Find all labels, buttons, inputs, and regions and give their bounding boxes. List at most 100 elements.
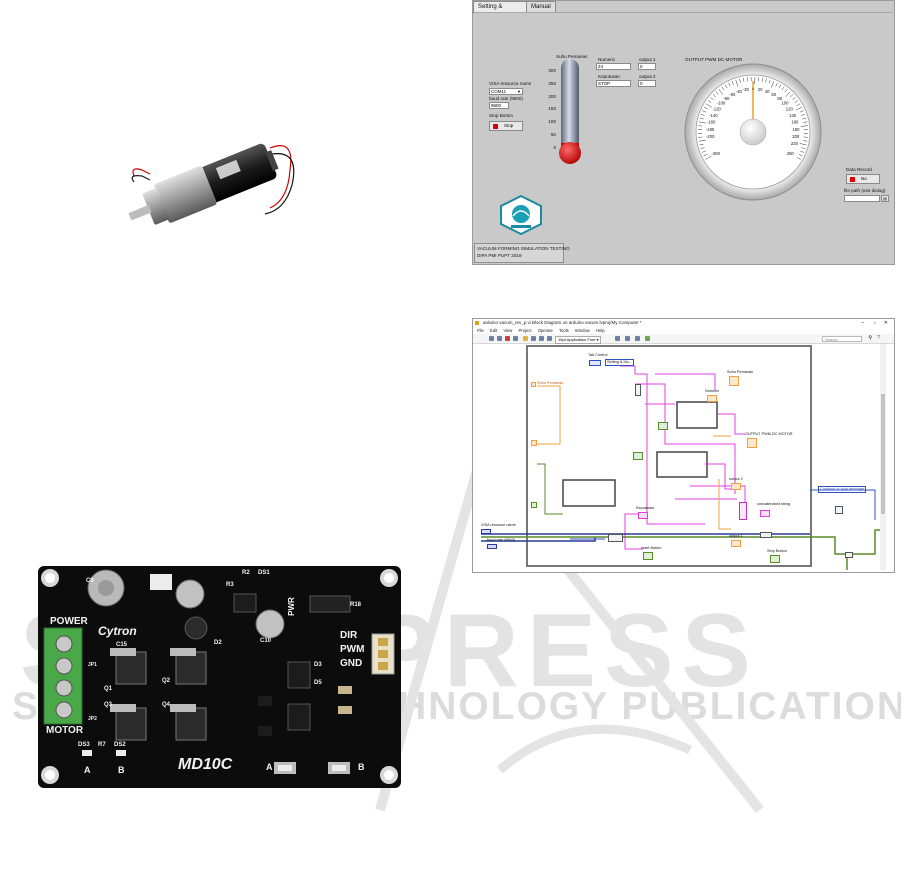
menu-bar: File Edit View Project Operate Tools Win… [473, 327, 894, 334]
concatenate-strings-node[interactable] [739, 502, 747, 520]
thermometer-tick-label: 0 [553, 144, 556, 150]
maximize-icon[interactable]: □ [873, 320, 876, 325]
gauge-tick-label: -80 [723, 96, 730, 101]
visa-write-node[interactable] [760, 532, 772, 538]
gauge-tick [775, 82, 778, 87]
gauge-hub [739, 118, 767, 146]
menu-view[interactable]: View [503, 328, 513, 333]
label-jp1: JP1 [88, 662, 97, 668]
menu-project[interactable]: Project [518, 328, 532, 333]
file-path-input[interactable] [844, 195, 880, 202]
gauge-tick-label: 220 [791, 141, 799, 146]
label-button-b: B [358, 762, 365, 772]
align-icon[interactable] [615, 336, 620, 341]
gauge-tick [792, 97, 796, 100]
gauge-tick-label: 200 [792, 134, 800, 139]
visa-close-node[interactable] [845, 552, 853, 558]
label-jp2: JP2 [88, 716, 97, 722]
label-pwm: PWM [340, 644, 365, 655]
compare-node[interactable] [658, 422, 668, 430]
label-d5: D5 [314, 680, 322, 686]
gauge-tick [728, 82, 731, 87]
menu-tools[interactable]: Tools [558, 328, 569, 333]
gauge-tick [799, 110, 804, 113]
compare-node[interactable] [633, 452, 643, 460]
chevron-down-icon: ▼ [517, 89, 521, 94]
font-selector[interactable]: 15pt Application Font ▾ [555, 335, 602, 344]
dialog-node[interactable] [835, 506, 843, 514]
scrollbar-thumb[interactable] [881, 394, 885, 514]
diagram-canvas[interactable]: Tab Control Setting & Mo... Suhu Pemanas… [475, 344, 887, 570]
reorder-icon[interactable] [635, 336, 640, 341]
help-icon[interactable]: ? [877, 335, 880, 341]
visa-resource-select[interactable]: COM11 ▼ [489, 88, 523, 95]
gauge-tick [798, 154, 803, 157]
run-continuous-icon[interactable] [497, 336, 502, 341]
thermometer-tick-label: 300 [548, 68, 556, 73]
output-pwm-label: OUTPUT PWM DC MOTOR [745, 432, 793, 436]
stop-terminal[interactable] [770, 555, 780, 563]
menu-file[interactable]: File [477, 328, 484, 333]
menu-operate[interactable]: Operate [537, 328, 553, 333]
gauge-tick [705, 103, 712, 108]
reset-terminal [643, 552, 653, 560]
distribute-icon[interactable] [625, 336, 630, 341]
gauge-tick [703, 106, 708, 110]
gauge-tick [701, 150, 706, 153]
loop-iteration-icon [531, 502, 537, 508]
thermometer-label: Suhu Pemanas [556, 54, 588, 59]
stop-button[interactable]: Stop [489, 121, 523, 131]
cleanup-icon[interactable] [645, 336, 650, 341]
retain-wire-icon[interactable] [531, 336, 536, 341]
gauge-tick [699, 117, 704, 120]
minimize-icon[interactable]: – [861, 320, 864, 326]
highlight-execution-icon[interactable] [523, 336, 528, 341]
keputusan-terminal [638, 512, 648, 519]
label-q3: Q3 [104, 702, 113, 708]
label-c15: C15 [116, 642, 128, 648]
label-led-a: A [84, 765, 91, 775]
menu-window[interactable]: Window [574, 328, 590, 333]
label-power: POWER [50, 616, 88, 627]
baud-rate-field[interactable]: 9600 [489, 102, 509, 109]
tab-values-constant[interactable]: Setting & Mo... [605, 359, 634, 366]
tab-control-terminal[interactable] [589, 360, 601, 366]
reset-label: reset Button [641, 546, 662, 550]
visa-read-node[interactable] [608, 534, 623, 542]
baud-terminal[interactable] [487, 544, 497, 549]
gauge-tick [784, 88, 788, 93]
thermometer-tick-label: 200 [548, 93, 556, 99]
label-r18: R18 [350, 602, 362, 608]
gauge-tick-label: 160 [791, 120, 799, 125]
close-icon[interactable]: ✕ [883, 320, 888, 326]
menu-edit[interactable]: Edit [489, 328, 498, 333]
visa-terminal[interactable] [481, 529, 491, 534]
continue-stop-message[interactable]: Continue or stop message [818, 486, 867, 493]
function-node[interactable] [635, 384, 641, 396]
label-r2: R2 [242, 570, 250, 576]
label-q4: Q4 [162, 702, 171, 708]
gauge-tick [712, 94, 717, 98]
run-arrow-icon[interactable] [489, 336, 494, 341]
gauge-tick-label: -20 [743, 87, 750, 92]
output2-terminal [731, 483, 741, 490]
step-over-icon[interactable] [547, 336, 552, 341]
search-input[interactable]: Search [822, 335, 862, 342]
data-record-button[interactable]: No [846, 174, 880, 184]
gauge-tick [765, 78, 767, 83]
label-ds3: DS3 [78, 742, 90, 748]
gauge-tick-label: 80 [777, 96, 782, 101]
browse-folder-icon[interactable]: ▤ [881, 195, 889, 202]
pause-icon[interactable] [513, 336, 518, 341]
label-d2: D2 [214, 640, 222, 646]
gauge-ticks [698, 77, 808, 160]
search-icon[interactable]: ⚲ [868, 335, 872, 341]
concat-label: concatenated string [757, 502, 791, 506]
footer-line-1: VACUUM FORMING SIMULATION TESTING [477, 246, 570, 251]
gauge-tick [800, 150, 805, 153]
menu-help[interactable]: Help [595, 328, 605, 333]
output1-indicator: 0 [638, 63, 656, 70]
suhu-terminal[interactable] [531, 382, 536, 387]
abort-icon[interactable] [505, 336, 510, 341]
step-into-icon[interactable] [539, 336, 544, 341]
